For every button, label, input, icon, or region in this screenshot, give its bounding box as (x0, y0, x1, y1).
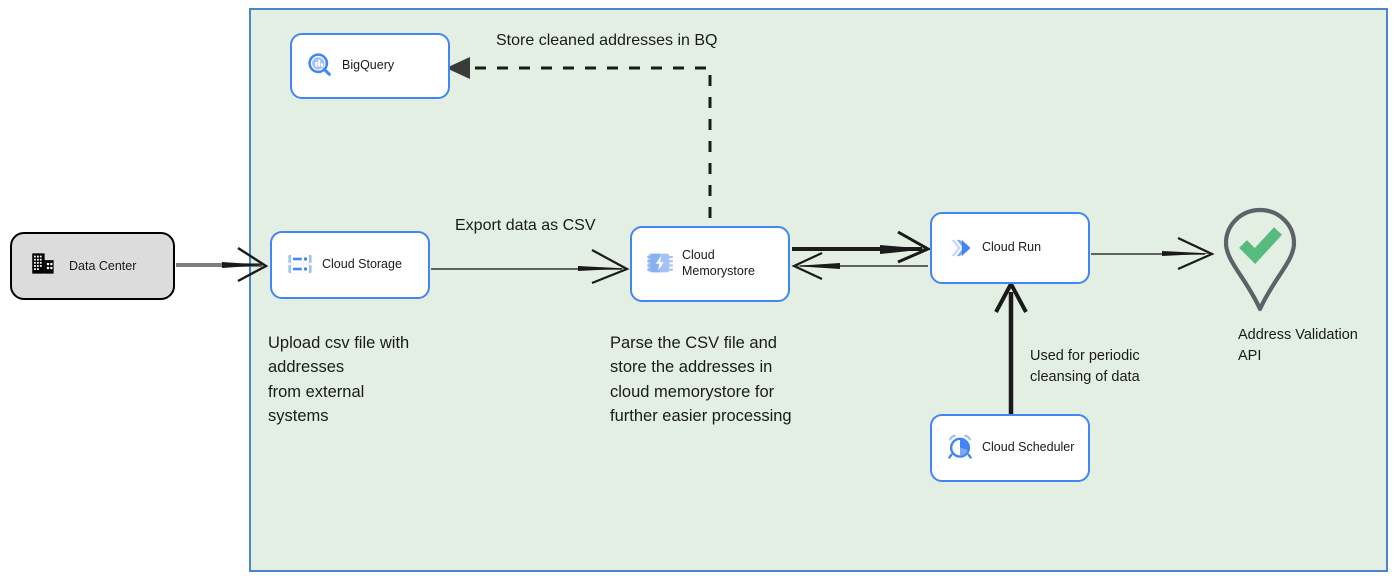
node-cloud-scheduler[interactable]: Cloud Scheduler (930, 414, 1090, 482)
cloud-memorystore-icon (646, 249, 676, 279)
node-label-cloud-storage: Cloud Storage (322, 257, 402, 272)
caption-upload-csv: Upload csv file with addresses from exte… (268, 334, 410, 426)
node-label-cloud-scheduler: Cloud Scheduler (982, 440, 1075, 455)
map-pin-check-icon (1223, 207, 1297, 312)
bigquery-icon (306, 51, 336, 81)
node-cloud-run[interactable]: Cloud Run (930, 212, 1090, 284)
node-label-data-center: Data Center (69, 259, 137, 273)
office-building-icon (30, 250, 57, 282)
node-label-bigquery: BigQuery (342, 58, 395, 73)
node-bigquery[interactable]: BigQuery (290, 33, 450, 99)
cloud-scheduler-icon (946, 433, 976, 463)
edge-label-store-in-bq: Store cleaned addresses in BQ (496, 32, 718, 49)
node-label-cloud-run: Cloud Run (982, 240, 1042, 255)
cloud-storage-icon (286, 250, 316, 280)
node-address-validation-api[interactable] (1218, 206, 1302, 314)
node-label-cloud-memorystore: Cloud Memorystore (682, 248, 755, 278)
google-cloud-boundary-panel (249, 8, 1388, 572)
node-cloud-storage[interactable]: Cloud Storage (270, 231, 430, 299)
caption-parse-csv: Parse the CSV file and store the address… (610, 334, 792, 426)
cloud-run-icon (946, 233, 976, 263)
node-cloud-memorystore[interactable]: Cloud Memorystore (630, 226, 790, 302)
node-data-center[interactable]: Data Center (10, 232, 175, 300)
edge-label-periodic-cleansing: Used for periodic cleansing of data (1030, 348, 1140, 386)
node-label-address-validation-api: Address Validation API (1238, 327, 1358, 365)
edge-label-export-csv: Export data as CSV (455, 217, 596, 234)
